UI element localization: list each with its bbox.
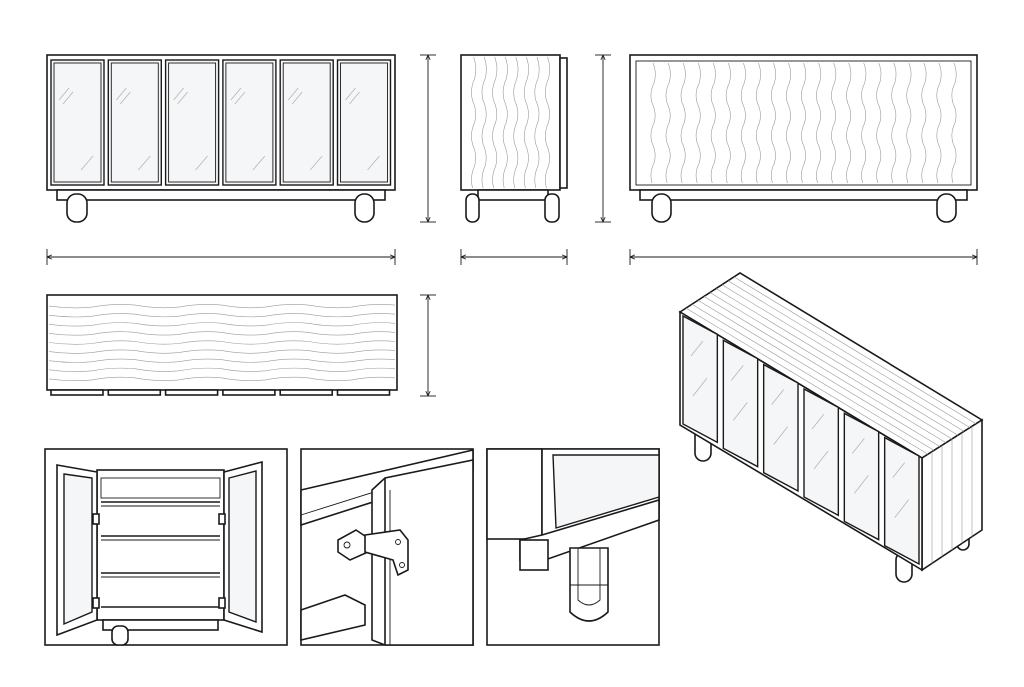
glass-door [164, 59, 220, 186]
glass-door [279, 59, 334, 186]
glass-door [762, 363, 799, 493]
detail-open-doors [44, 448, 288, 646]
hinge [92, 513, 100, 525]
glass-door [336, 59, 392, 186]
leg [66, 193, 88, 223]
glass-door [843, 412, 880, 541]
leg [354, 193, 375, 223]
hinge [218, 597, 226, 609]
glass-door [803, 387, 840, 517]
glass-door [682, 314, 719, 444]
glass-doors [50, 59, 392, 186]
detail-leg [486, 448, 660, 646]
leg [651, 193, 672, 223]
glass-door [883, 436, 920, 566]
glass-door [50, 59, 105, 186]
glass-door [722, 339, 759, 468]
back-elevation [629, 54, 978, 265]
hinge-icon [337, 529, 409, 577]
detail-hinge [300, 448, 474, 646]
side-elevation [460, 54, 611, 265]
front-elevation [46, 54, 436, 265]
isometric-view [678, 272, 984, 583]
top-plan [46, 294, 436, 396]
leg [465, 193, 480, 223]
hinge [218, 513, 226, 525]
leg [111, 625, 129, 646]
leg [936, 193, 957, 223]
hinge [92, 597, 100, 609]
leg [544, 193, 560, 223]
glass-door [107, 59, 163, 186]
glass-door [222, 59, 277, 186]
